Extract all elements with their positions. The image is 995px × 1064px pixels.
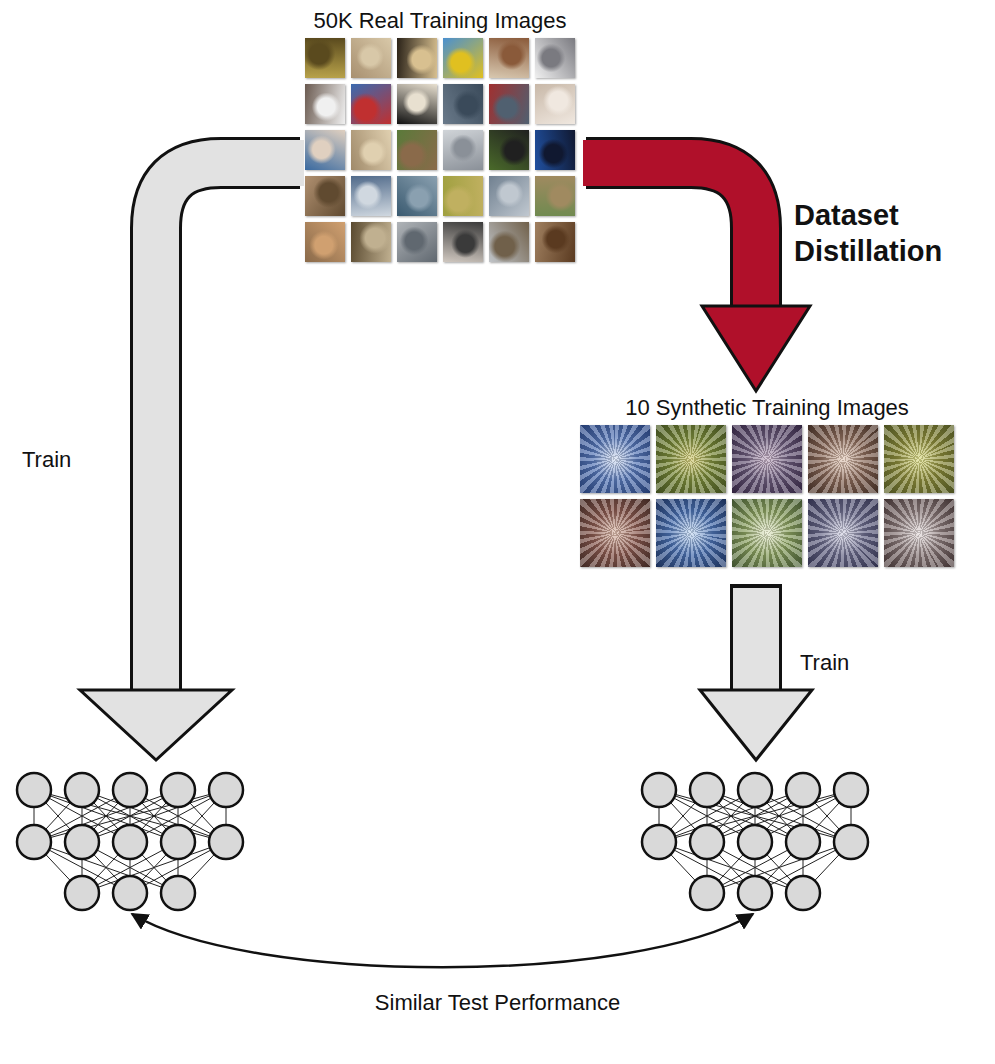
step-label: Train — [22, 447, 71, 473]
image-tile — [351, 84, 391, 124]
image-tile — [884, 499, 954, 567]
distillation-arrow — [583, 163, 810, 391]
image-tile — [489, 84, 529, 124]
image-tile — [443, 176, 483, 216]
train-arrow — [700, 585, 812, 760]
image-grid — [305, 38, 575, 262]
image-tile — [443, 38, 483, 78]
image-tile — [351, 176, 391, 216]
image-tile — [397, 130, 437, 170]
image-grid — [580, 425, 954, 567]
image-tile — [443, 222, 483, 262]
image-tile — [808, 499, 878, 567]
image-tile — [489, 38, 529, 78]
image-tile — [305, 176, 345, 216]
image-tile — [580, 425, 650, 493]
image-set: 50K Real Training Images — [290, 8, 590, 262]
image-tile — [397, 176, 437, 216]
neural-network — [17, 773, 243, 910]
caption-text: Similar Test Performance — [0, 990, 995, 1016]
image-tile — [397, 38, 437, 78]
step-label: Train — [800, 650, 849, 676]
comparison-arrow — [132, 914, 753, 967]
image-tile — [808, 425, 878, 493]
set-heading: 50K Real Training Images — [290, 8, 590, 34]
image-tile — [884, 425, 954, 493]
image-tile — [397, 222, 437, 262]
image-tile — [535, 38, 575, 78]
image-tile — [656, 499, 726, 567]
set-heading: 10 Synthetic Training Images — [572, 395, 962, 421]
image-tile — [535, 222, 575, 262]
image-tile — [305, 222, 345, 262]
image-tile — [489, 176, 529, 216]
image-tile — [535, 84, 575, 124]
image-tile — [305, 38, 345, 78]
image-tile — [489, 130, 529, 170]
train-arrow — [80, 163, 304, 760]
image-tile — [443, 84, 483, 124]
neural-network — [642, 773, 868, 910]
image-tile — [305, 84, 345, 124]
image-tile — [305, 130, 345, 170]
image-tile — [351, 130, 391, 170]
image-tile — [732, 425, 802, 493]
image-tile — [443, 130, 483, 170]
image-tile — [656, 425, 726, 493]
image-tile — [732, 499, 802, 567]
image-tile — [489, 222, 529, 262]
image-tile — [351, 222, 391, 262]
image-tile — [397, 84, 437, 124]
image-tile — [535, 130, 575, 170]
image-set: 10 Synthetic Training Images — [572, 395, 962, 567]
arrow-label: Dataset Distillation — [794, 197, 984, 269]
image-tile — [580, 499, 650, 567]
image-tile — [535, 176, 575, 216]
image-tile — [351, 38, 391, 78]
